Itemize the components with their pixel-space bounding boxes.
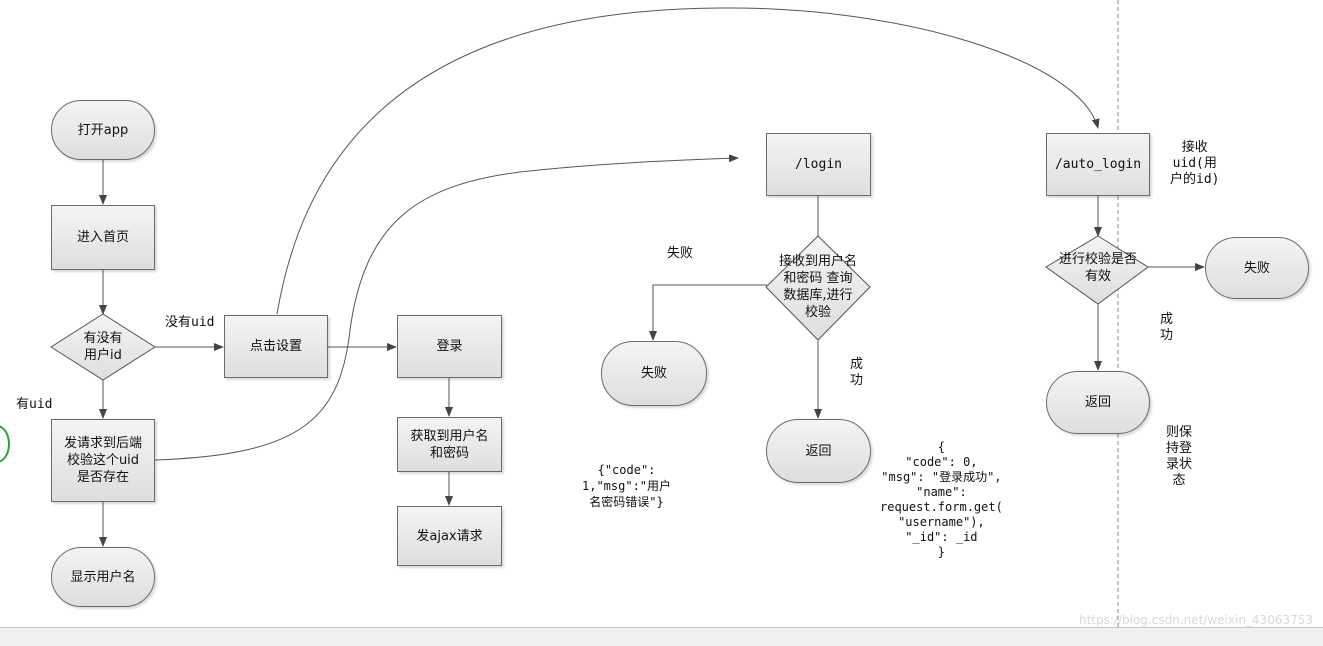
click-settings-node: 点击设置 bbox=[224, 315, 328, 378]
get-credentials-line2: 和密码 bbox=[429, 445, 469, 461]
fail-login-node: 失败 bbox=[601, 341, 707, 406]
verify-line1: 接收到用户名 bbox=[778, 254, 857, 269]
send-request-line3: 是否存在 bbox=[76, 470, 129, 485]
auto-login-route-node: /auto_login bbox=[1046, 133, 1150, 196]
get-credentials-line1: 获取到用户名 bbox=[410, 428, 489, 444]
send-request-node: 发请求到后端 校验这个uid 是否存在 bbox=[51, 419, 155, 502]
verify-line4: 校验 bbox=[804, 305, 831, 320]
success-login-label: 成 功 bbox=[850, 357, 864, 388]
verify-line3: 数据库,进行 bbox=[783, 288, 853, 303]
receive-uid-label: 接收 uid(用 户的id) bbox=[1170, 140, 1220, 187]
login-node: 登录 bbox=[397, 315, 502, 378]
send-ajax-label: 发ajax请求 bbox=[416, 528, 483, 544]
watermark-text: https://blog.csdn.net/weixin_43063753 bbox=[1078, 613, 1313, 627]
bottom-bar bbox=[0, 627, 1323, 646]
verify-decision: 接收到用户名 和密码 查询 数据库,进行 校验 bbox=[762, 252, 874, 322]
send-request-line2: 校验这个uid bbox=[66, 453, 140, 468]
click-settings-label: 点击设置 bbox=[249, 339, 302, 354]
login-route-node: /login bbox=[766, 133, 871, 196]
decision-check-valid-shape bbox=[1045, 235, 1149, 305]
check-valid-decision: 进行校验是否 有效 bbox=[1044, 248, 1152, 288]
success-auto-label: 成 功 bbox=[1160, 312, 1174, 343]
has-uid-label: 有uid bbox=[16, 397, 53, 412]
enter-home-node: 进入首页 bbox=[51, 205, 155, 270]
arrow-verify-to-fail bbox=[649, 284, 767, 341]
check-valid-line1: 进行校验是否 bbox=[1058, 252, 1137, 267]
enter-home-label: 进入首页 bbox=[76, 230, 129, 245]
login-label: 登录 bbox=[436, 339, 463, 354]
show-username-label: 显示用户名 bbox=[70, 569, 136, 585]
decision-has-uid-shape bbox=[50, 313, 156, 381]
verify-line2: 和密码 查询 bbox=[783, 271, 853, 286]
curve-request-to-login-route bbox=[154, 154, 739, 461]
login-route-label: /login bbox=[795, 157, 842, 172]
success-json-note: { "code": 0, "msg": "登录成功", "name": requ… bbox=[880, 440, 1003, 559]
auto-login-route-label: /auto_login bbox=[1054, 157, 1142, 172]
fail-auto-label: 失败 bbox=[1243, 260, 1270, 276]
show-username-node: 显示用户名 bbox=[51, 547, 155, 607]
return-login-label: 返回 bbox=[805, 443, 832, 459]
has-uid-decision: 有没有 用户id bbox=[61, 327, 145, 367]
no-uid-label: 没有uid bbox=[165, 315, 215, 330]
return-auto-label: 返回 bbox=[1084, 395, 1111, 410]
send-request-line1: 发请求到后端 bbox=[63, 436, 142, 451]
check-valid-line2: 有效 bbox=[1084, 269, 1111, 284]
fail-auto-node: 失败 bbox=[1205, 237, 1309, 299]
open-app-label: 打开app bbox=[77, 122, 129, 138]
open-app-node: 打开app bbox=[51, 100, 155, 160]
send-ajax-node: 发ajax请求 bbox=[397, 506, 502, 566]
return-auto-node: 返回 bbox=[1046, 371, 1150, 434]
error-json-note: {"code": 1,"msg":"用户 名密码错误"} bbox=[582, 463, 672, 509]
fail-top-label: 失败 bbox=[667, 246, 694, 261]
decision-verify-shape bbox=[765, 235, 871, 341]
keep-login-label: 则保 持登 录状 态 bbox=[1166, 425, 1193, 488]
has-uid-line1: 有没有 bbox=[83, 331, 123, 346]
get-credentials-node: 获取到用户名 和密码 bbox=[397, 417, 502, 472]
has-uid-line2: 用户id bbox=[84, 348, 122, 363]
fail-login-label: 失败 bbox=[640, 366, 667, 381]
curve-settings-to-auto-login bbox=[276, 7, 1100, 315]
return-login-node: 返回 bbox=[766, 419, 871, 483]
